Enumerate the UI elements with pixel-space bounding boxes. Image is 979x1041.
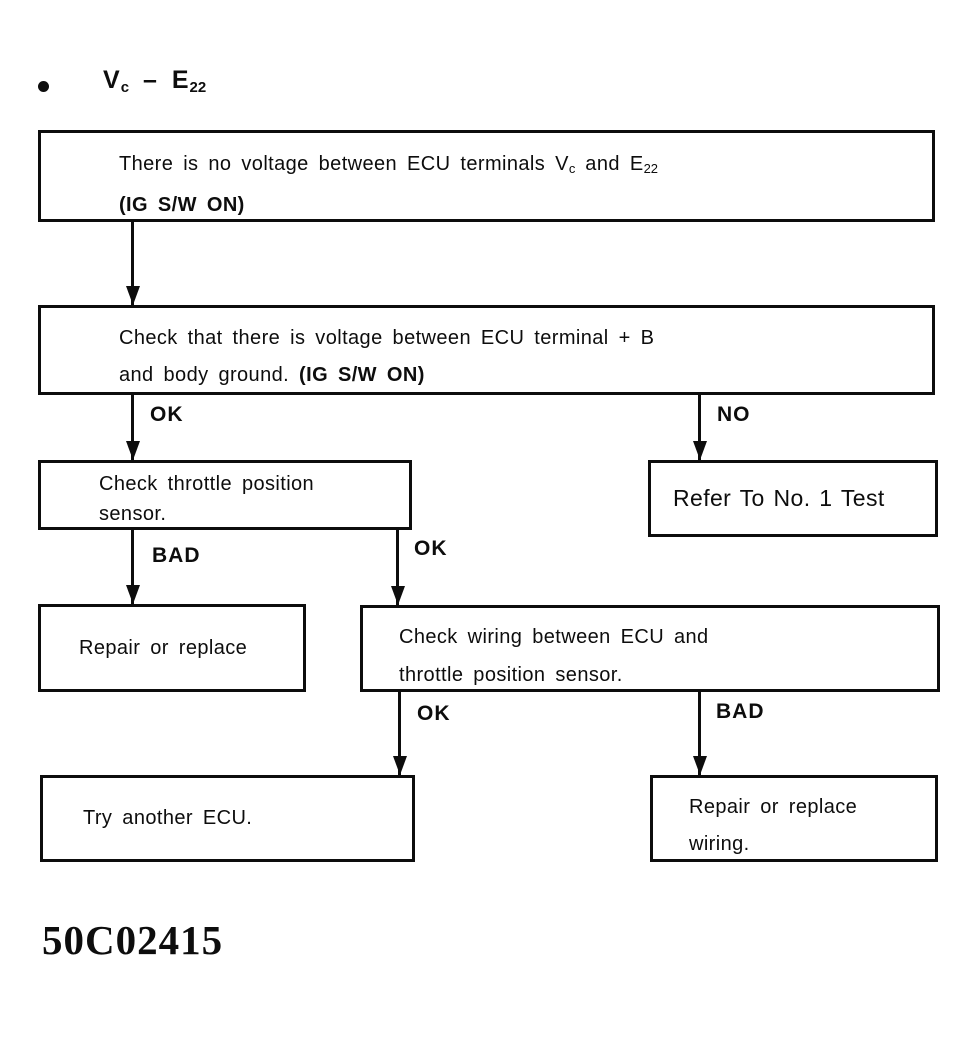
box-text-line: Check throttle position: [99, 473, 315, 495]
terminal-b-subscript: 22: [189, 79, 207, 96]
flow-box-repair-replace: Repair or replace: [38, 604, 306, 692]
edge-label-bad: BAD: [152, 544, 201, 567]
flow-box-refer-test: Refer To No. 1 Test: [648, 460, 938, 537]
box-text-line: Check that there is voltage between ECU …: [119, 327, 655, 349]
arrow-wiring-bad: [698, 692, 701, 775]
edge-label-ok: OK: [150, 403, 184, 426]
terminal-pair-heading: Vc – E22: [103, 66, 206, 96]
box-text-line: throttle position sensor.: [399, 664, 623, 686]
flow-box-check-voltage: Check that there is voltage between ECU …: [38, 305, 935, 395]
flow-box-repair-wiring: Repair or replace wiring.: [650, 775, 938, 862]
flow-box-try-another-ecu: Try another ECU.: [40, 775, 415, 862]
edge-label-ok: OK: [414, 537, 448, 560]
edge-label-ok: OK: [417, 702, 451, 725]
box-text-line: Repair or replace: [79, 636, 248, 659]
box-text-line: (IG S/W ON): [119, 194, 245, 216]
box-text-line: wiring.: [689, 833, 750, 855]
arrow-no-voltage-to-check-voltage: [131, 222, 134, 305]
terminal-a-subscript: c: [120, 79, 130, 96]
flow-box-no-voltage: There is no voltage between ECU terminal…: [38, 130, 935, 222]
box-text-line: Try another ECU.: [83, 807, 253, 829]
bullet-icon: [38, 81, 49, 92]
terminal-a: V: [103, 66, 121, 94]
box-text-line: Refer To No. 1 Test: [673, 485, 885, 511]
flow-box-check-wiring: Check wiring between ECU and throttle po…: [360, 605, 940, 692]
box-text-line: and body ground. (IG S/W ON): [119, 364, 425, 386]
box-text-line: There is no voltage between ECU terminal…: [119, 153, 659, 176]
edge-label-bad: BAD: [716, 700, 765, 723]
box-text-line: Repair or replace: [689, 796, 858, 818]
figure-code: 50C02415: [42, 917, 224, 963]
arrow-throttle-sensor-ok: [396, 530, 399, 605]
arrow-check-voltage-no: [698, 395, 701, 460]
terminal-b: E: [171, 66, 190, 94]
box-text-line: Check wiring between ECU and: [399, 626, 709, 648]
flow-box-check-throttle-sensor: Check throttle position sensor.: [38, 460, 412, 530]
edge-label-no: NO: [717, 403, 751, 426]
arrow-throttle-sensor-bad: [131, 530, 134, 604]
box-text-line: sensor.: [99, 503, 167, 525]
arrow-wiring-ok: [398, 692, 401, 775]
terminal-separator: –: [142, 66, 158, 94]
arrow-check-voltage-ok: [131, 395, 134, 460]
